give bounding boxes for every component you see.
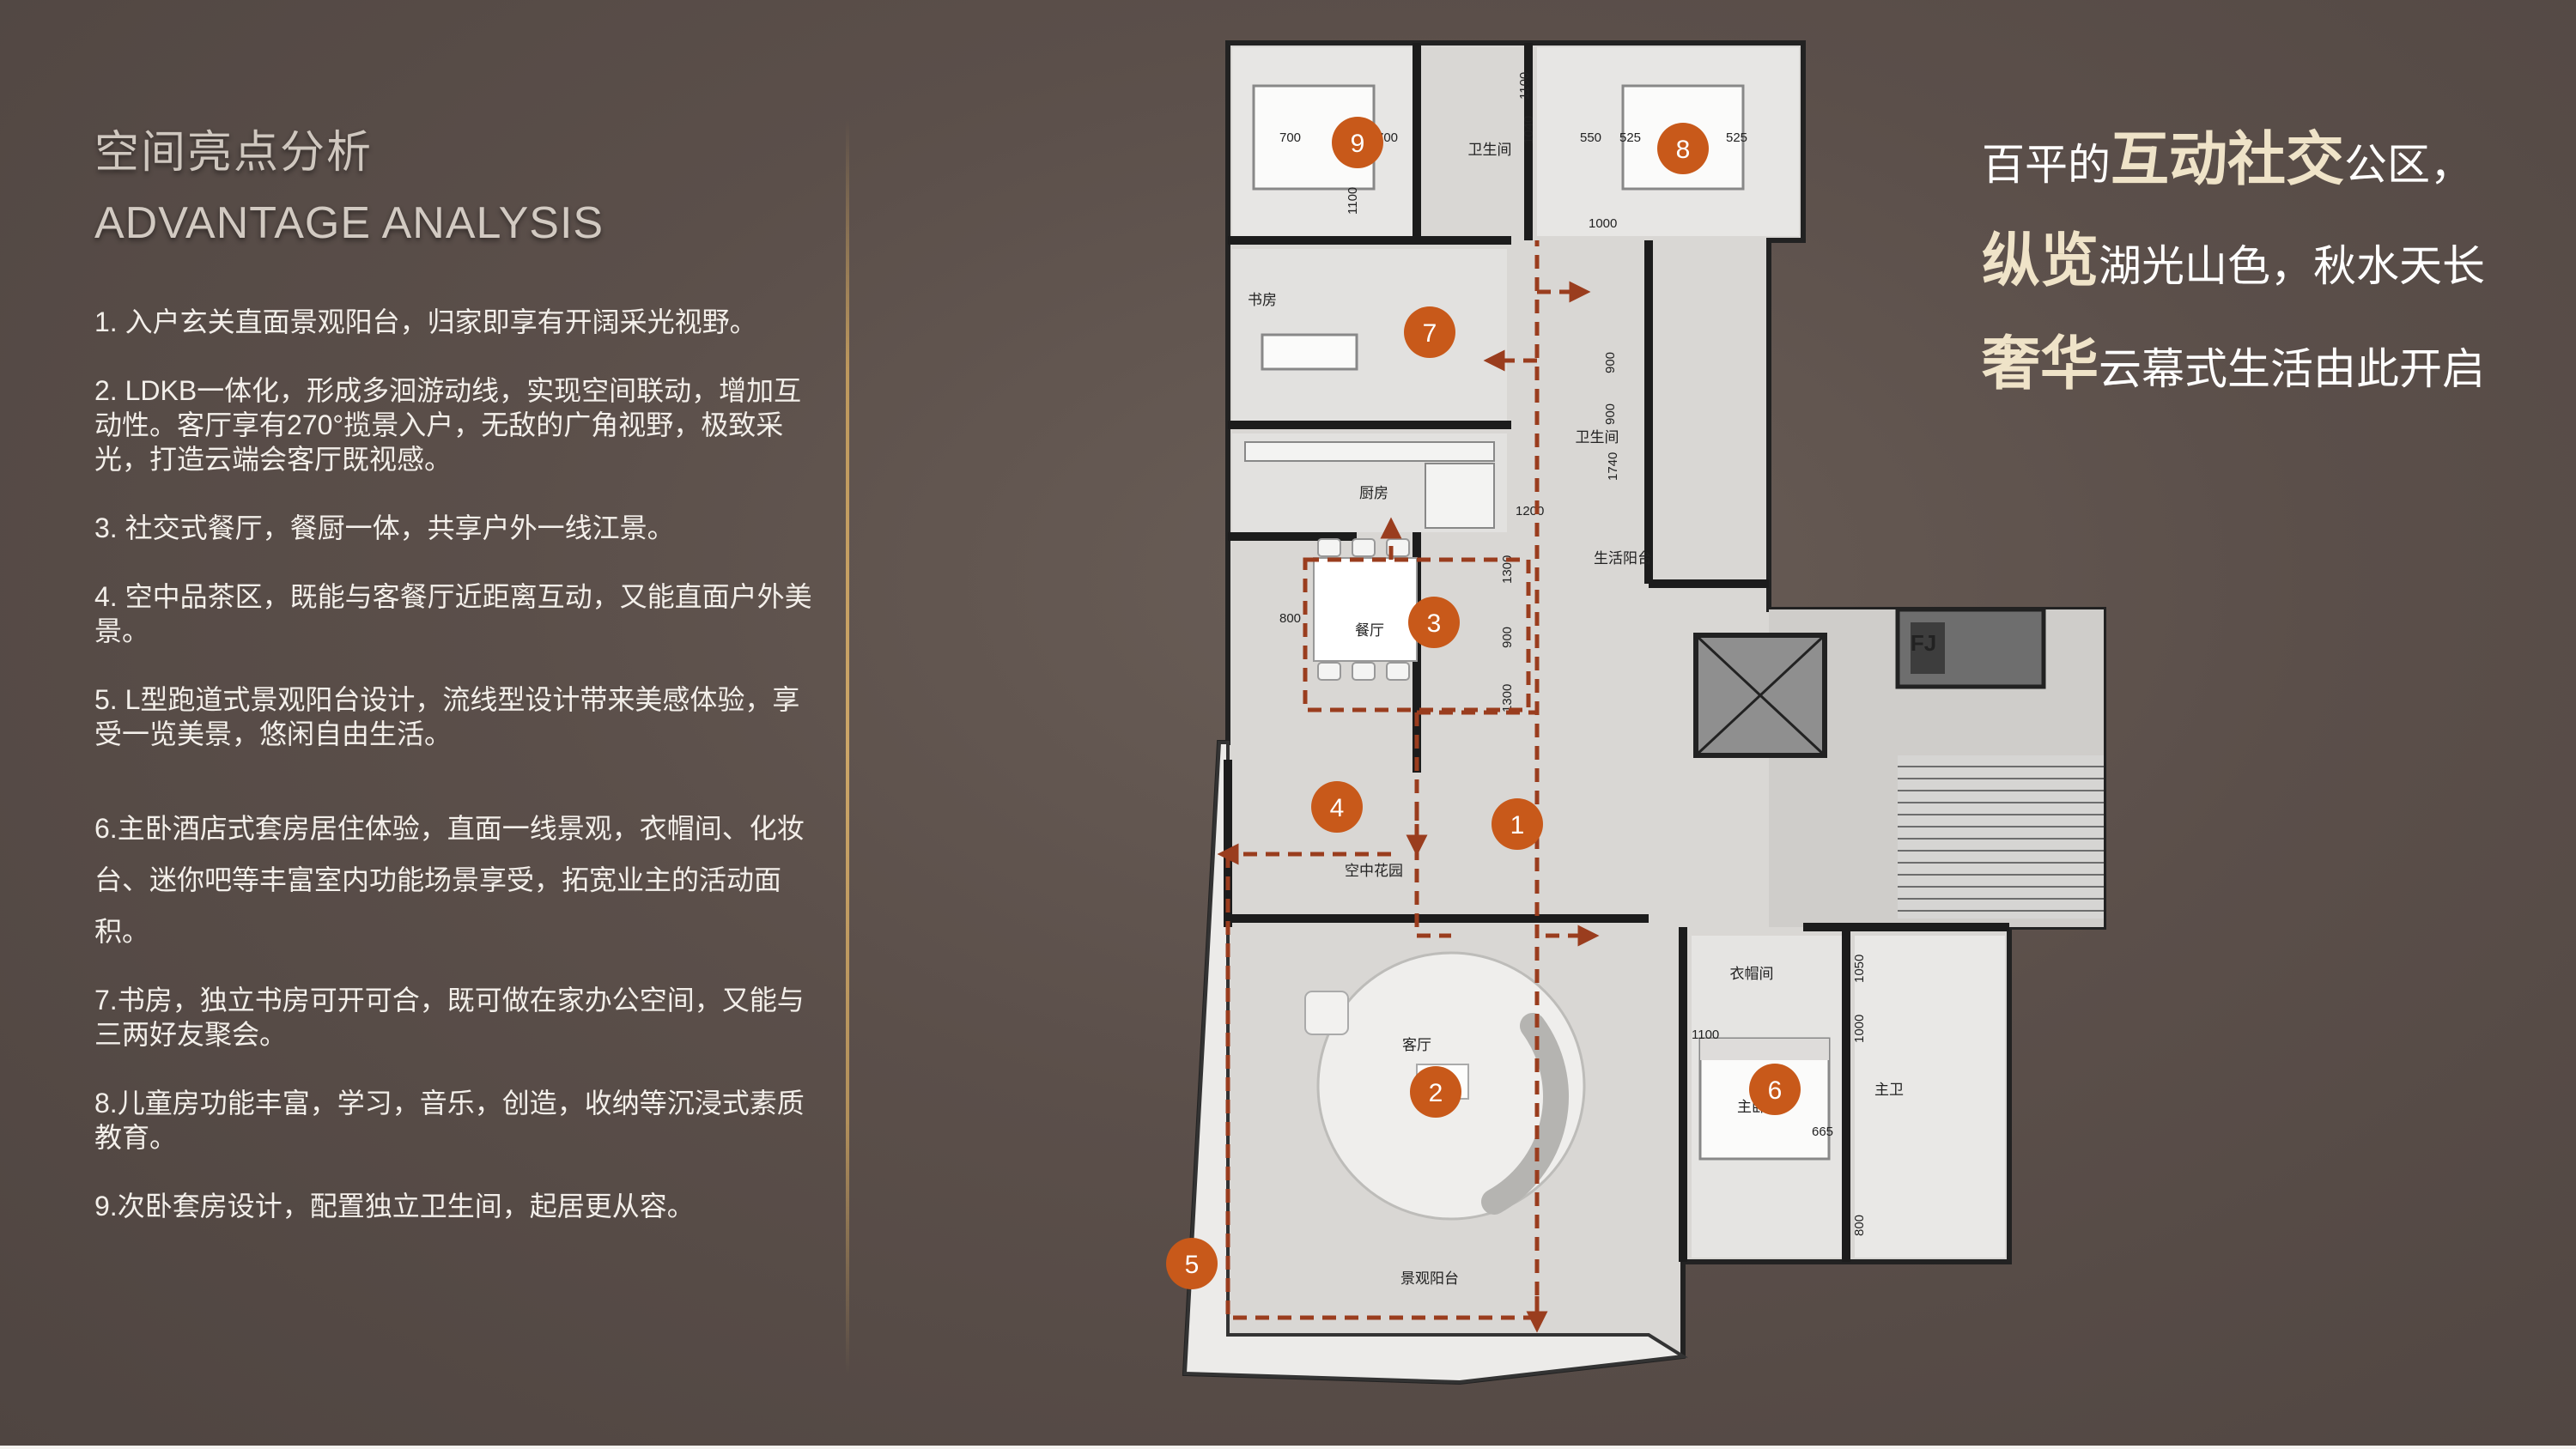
dim-label: 1300 xyxy=(1500,555,1515,584)
marker-6: 6 xyxy=(1749,1064,1801,1115)
slogan-line-2-post: 湖光山色，秋水天长 xyxy=(2099,242,2486,290)
dim-label: 1050 xyxy=(1852,955,1867,983)
advantage-item-6: 6.主卧酒店式套房居住体验，直面一线景观，衣帽间、化妆台、迷你吧等丰富室内功能场… xyxy=(94,813,805,947)
marker-8: 8 xyxy=(1657,123,1709,174)
marker-4-number: 4 xyxy=(1330,794,1345,822)
marker-7-number: 7 xyxy=(1423,319,1437,348)
slogan-line-2: 纵览湖光山色，秋水天长 xyxy=(1982,213,2485,298)
slogan-line-3-em: 奢华 xyxy=(1982,331,2099,397)
study-desk xyxy=(1261,333,1358,371)
dim-label: 1000 xyxy=(1852,1015,1867,1043)
dim-label: 1740 xyxy=(1606,452,1620,481)
marker-3: 3 xyxy=(1408,597,1460,648)
gold-divider xyxy=(846,120,849,1373)
dim-label: 665 xyxy=(1812,1125,1833,1139)
marker-9-number: 9 xyxy=(1351,130,1365,158)
circulation-route xyxy=(1217,240,1600,1333)
dim-label: 525 xyxy=(1619,130,1641,145)
room-label-kitchen: 厨房 xyxy=(1359,485,1388,501)
advantage-item-8: 8.儿童房功能丰富，学习，音乐，创造，收纳等沉浸式素质教育。 xyxy=(94,1088,805,1153)
slogan-line-1-pre: 百平的 xyxy=(1982,141,2111,189)
advantage-item-7: 7.书房，独立书房可开可合，既可做在家办公空间，又能与三两好友聚会。 xyxy=(94,985,805,1050)
dim-label: 525 xyxy=(1726,130,1747,145)
heading-cn: 空间亮点分析 xyxy=(94,128,374,178)
room-label-dining: 餐厅 xyxy=(1355,622,1384,639)
room-label-closet: 衣帽间 xyxy=(1730,966,1774,982)
slogan-line-1-em: 互动社交 xyxy=(2111,127,2345,192)
dim-label: 1100 xyxy=(1517,72,1532,100)
marker-1-number: 1 xyxy=(1510,811,1525,840)
dim-label: 900 xyxy=(1603,403,1618,425)
advantage-item-4: 4. 空中品茶区，既能与客餐厅近距离互动，又能直面户外美景。 xyxy=(94,581,812,646)
marker-4: 4 xyxy=(1311,781,1363,833)
room-label-master-bath: 主卫 xyxy=(1874,1082,1904,1098)
dim-label: 550 xyxy=(1580,130,1601,145)
floor-plan: 书房 厨房 餐厅 客厅 景观阳台 空中花园 卫生间 卫生间 生活阳台 衣帽间 主… xyxy=(1166,40,2106,1385)
dim-label: 900 xyxy=(1500,627,1515,648)
room-label-fj: FJ xyxy=(1911,630,1936,656)
room-label-study: 书房 xyxy=(1248,292,1277,308)
slogan-line-2-em: 纵览 xyxy=(1982,228,2099,294)
room-label-service-balcony: 生活阳台 xyxy=(1594,550,1652,567)
advantage-item-2: 2. LDKB一体化，形成多洄游动线，实现空间联动，增加互动性。客厅享有270°… xyxy=(94,375,802,475)
dim-label: 900 xyxy=(1603,352,1618,373)
marker-6-number: 6 xyxy=(1768,1076,1783,1105)
slogan-line-1: 百平的互动社交公区， xyxy=(1982,112,2473,197)
advantage-item-3: 3. 社交式餐厅，餐厨一体，共享户外一线江景。 xyxy=(94,512,675,543)
slogan-line-3: 奢华云幕式生活由此开启 xyxy=(1982,316,2485,401)
living-sofa xyxy=(1481,1013,1569,1215)
dim-label: 1100 xyxy=(1346,187,1360,215)
marker-1: 1 xyxy=(1492,798,1543,850)
marker-3-number: 3 xyxy=(1427,609,1442,638)
dim-label: 1100 xyxy=(1692,1028,1719,1042)
room-label-living: 客厅 xyxy=(1402,1037,1431,1053)
dim-label: 1000 xyxy=(1589,216,1617,231)
room-label-bath2: 卫生间 xyxy=(1576,429,1619,446)
advantage-list: 1. 入户玄关直面景观阳台，归家即享有开阔采光视野。 2. LDKB一体化，形成… xyxy=(94,305,820,1223)
stair-left xyxy=(1898,755,2104,919)
advantage-item-5: 5. L型跑道式景观阳台设计，流线型设计带来美感体验，享受一览美景，悠闲自由生活… xyxy=(94,684,800,749)
dim-label: 800 xyxy=(1279,611,1301,626)
room-label-tea: 空中花园 xyxy=(1345,863,1403,879)
marker-2-number: 2 xyxy=(1429,1079,1443,1107)
dim-label: 1300 xyxy=(1500,684,1515,712)
dim-label: 1040 xyxy=(1522,116,1536,144)
marker-7: 7 xyxy=(1404,306,1455,358)
room-label-bath1: 卫生间 xyxy=(1468,142,1512,158)
marker-5-number: 5 xyxy=(1185,1251,1200,1279)
marker-9: 9 xyxy=(1332,117,1383,168)
slogan-line-3-post: 云幕式生活由此开启 xyxy=(2099,345,2486,393)
room-label-balcony: 景观阳台 xyxy=(1400,1270,1459,1287)
advantage-item-9: 9.次卧套房设计，配置独立卫生间，起居更从容。 xyxy=(94,1191,695,1222)
dim-label: 800 xyxy=(1852,1215,1867,1236)
slogan-line-1-post: 公区， xyxy=(2344,141,2474,189)
dim-label: 700 xyxy=(1279,130,1301,145)
advantage-item-1: 1. 入户玄关直面景观阳台，归家即享有开阔采光视野。 xyxy=(94,306,757,337)
heading-en: ADVANTAGE ANALYSIS xyxy=(94,198,605,248)
dining-table xyxy=(1313,557,1418,662)
marker-8-number: 8 xyxy=(1676,136,1691,164)
marker-2: 2 xyxy=(1410,1066,1461,1118)
dim-label: 1200 xyxy=(1516,504,1544,518)
bottom-border xyxy=(0,1446,2576,1449)
marker-5: 5 xyxy=(1166,1238,1218,1289)
